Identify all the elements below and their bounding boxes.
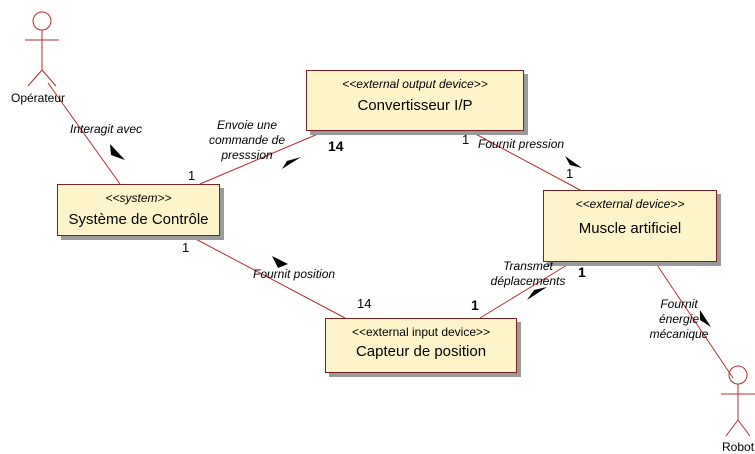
label-energie-line2: énergie: [658, 312, 700, 326]
block-converter[interactable]: <<external output device>> Convertisseur…: [306, 70, 524, 131]
label-transmet-line2: déplacements: [490, 274, 566, 288]
direction-arrow-deplacements: [527, 287, 547, 300]
association-controller-converter: [199, 130, 326, 185]
direction-arrow-interagit: [110, 144, 125, 160]
association-operator-controller: [47, 82, 121, 185]
label-envoie-line2: commande de: [208, 133, 286, 147]
label-fournit-energie: Fournit énergie mécanique: [646, 297, 712, 342]
mult-controller-sensor-controller: 1: [182, 240, 190, 255]
mult-muscle-sensor-muscle: 1: [578, 264, 586, 280]
association-muscle-sensor: [479, 261, 573, 319]
operator-actor-name: Opérateur: [11, 91, 66, 105]
association-controller-sensor: [189, 235, 346, 319]
block-converter-name: Convertisseur I/P: [357, 97, 473, 114]
label-envoie-line3: presssion: [221, 148, 273, 162]
block-sensor-name: Capteur de position: [355, 343, 487, 360]
robot-actor-name: Robot: [722, 440, 755, 454]
block-converter-stereotype: <<external output device>>: [342, 77, 488, 91]
block-muscle[interactable]: <<external device>> Muscle artificiel: [543, 190, 717, 262]
mult-controller-sensor-sensor: 14: [357, 296, 372, 311]
block-controller-stereotype: <<system>>: [105, 191, 172, 205]
block-muscle-name: Muscle artificiel: [578, 220, 682, 237]
mult-converter-muscle-converter: 1: [462, 132, 470, 147]
direction-arrow-position: [272, 256, 288, 268]
label-transmet-line1: Transmet: [503, 259, 553, 273]
label-interagit-avec: Interagit avec: [70, 122, 143, 136]
label-transmet-deplacements: Transmet déplacements: [480, 259, 576, 289]
block-controller[interactable]: <<system>> Système de Contrôle: [57, 184, 220, 236]
block-sensor[interactable]: <<external input device>> Capteur de pos…: [325, 318, 517, 373]
direction-arrow-energie: [700, 310, 711, 327]
direction-arrow-pression: [565, 156, 582, 168]
direction-arrow-envoie: [282, 157, 301, 169]
label-fournit-position: Fournit position: [253, 267, 336, 281]
label-envoie-commande: Envoie une commande de presssion: [198, 118, 296, 163]
block-muscle-stereotype: <<external device>>: [575, 197, 685, 211]
association-converter-muscle: [469, 130, 581, 191]
block-sensor-stereotype: <<external input device>>: [351, 325, 491, 339]
association-muscle-robot: [654, 261, 734, 379]
robot-actor-icon: [721, 365, 755, 437]
mult-muscle-sensor-sensor: 1: [471, 297, 479, 313]
label-energie-line3: mécanique: [649, 327, 709, 341]
mult-controller-converter-controller: 1: [188, 168, 196, 183]
operator-actor-icon: [25, 11, 59, 87]
mult-controller-converter-converter: 14: [328, 138, 344, 154]
label-envoie-line1: Envoie une: [216, 118, 278, 132]
block-controller-name: Système de Contrôle: [68, 211, 209, 228]
mult-converter-muscle-muscle: 1: [566, 166, 574, 181]
label-energie-line1: Fournit: [660, 297, 698, 311]
label-fournit-pression: Fournit pression: [478, 137, 565, 151]
